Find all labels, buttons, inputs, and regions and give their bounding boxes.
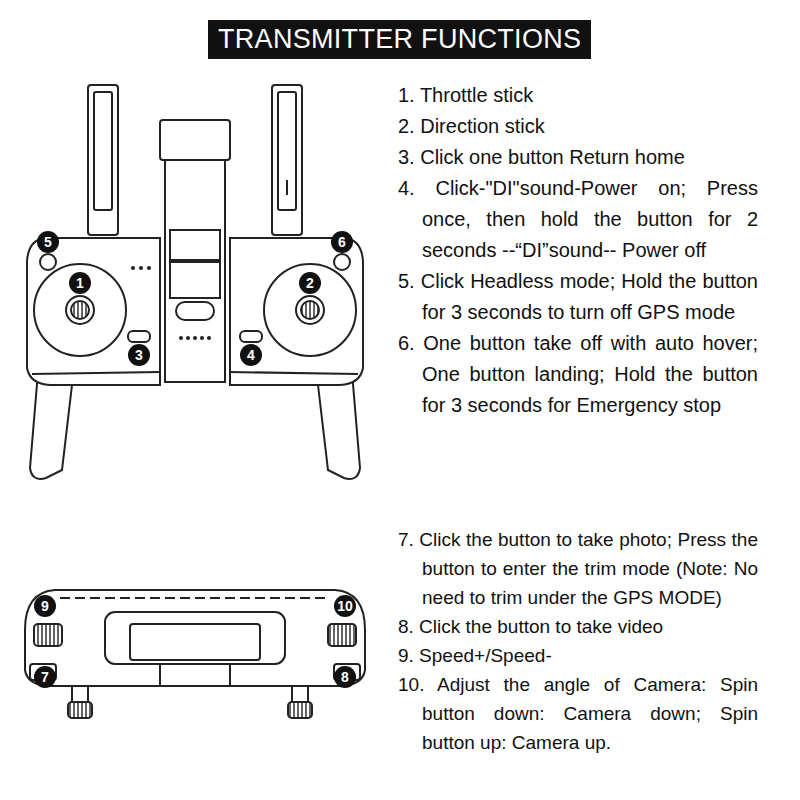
callout-number: 10 — [334, 595, 356, 617]
callout-number: 8 — [334, 666, 356, 688]
function-list: 1. Throttle stick2. Direction stick3. Cl… — [398, 80, 758, 421]
remote-top-view — [27, 85, 363, 479]
callout-number: 7 — [34, 666, 56, 688]
remote-bottom-view — [25, 590, 365, 718]
callout-number: 3 — [128, 344, 150, 366]
callout-number: 5 — [37, 231, 59, 253]
callout-number: 1 — [69, 272, 91, 294]
callout-number: 4 — [240, 344, 262, 366]
callout-number: 9 — [34, 595, 56, 617]
indicator-dots — [131, 266, 211, 340]
title-band: TRANSMITTER FUNCTIONS — [208, 20, 591, 59]
function-item: 2. Direction stick — [398, 111, 758, 142]
function-item: 1. Throttle stick — [398, 80, 758, 111]
function-item: 4. Click-"DI"sound-Power on; Press once,… — [398, 173, 758, 266]
function-item: 7. Click the button to take photo; Press… — [398, 525, 758, 612]
function-item: 8. Click the button to take video — [398, 612, 758, 641]
callout-number: 6 — [331, 231, 353, 253]
function-item: 9. Speed+/Speed- — [398, 641, 758, 670]
function-item: 10. Adjust the angle of Camera: Spin but… — [398, 670, 758, 757]
function-item: 3. Click one button Return home — [398, 142, 758, 173]
function-list: 7. Click the button to take photo; Press… — [398, 525, 758, 757]
callout-number: 2 — [299, 272, 321, 294]
function-item: 5. Click Headless mode; Hold the button … — [398, 266, 758, 328]
function-item: 6. One button take off with auto hover; … — [398, 328, 758, 421]
